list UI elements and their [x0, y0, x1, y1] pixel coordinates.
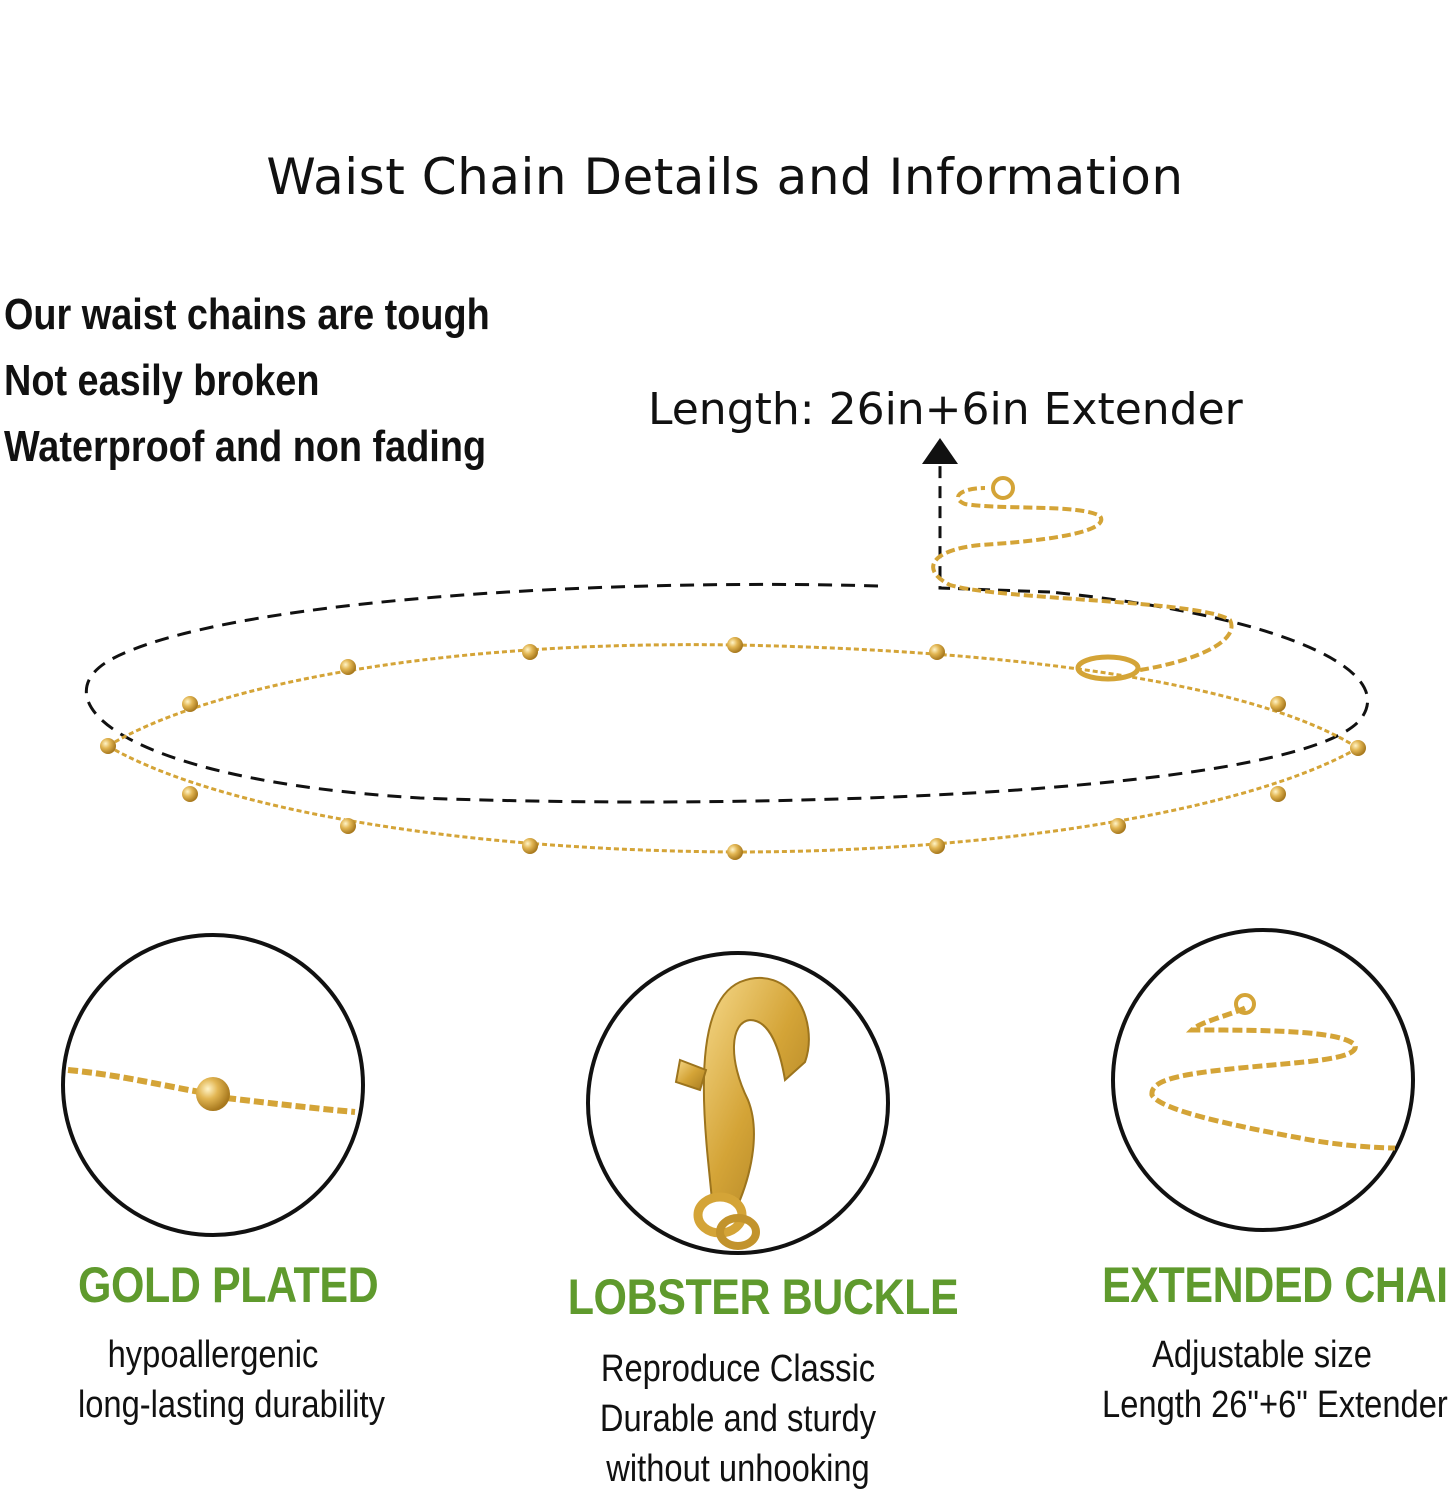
- page-title: Waist Chain Details and Information: [266, 148, 1184, 206]
- measure-ellipse: [84, 582, 1369, 804]
- feature-circle-gold-plated: [61, 933, 365, 1237]
- lobster-clasp-icon: [674, 976, 810, 1250]
- measure-arrow-line: [938, 462, 1051, 594]
- feature-line: Length 26"+6" Extender: [1102, 1384, 1448, 1426]
- claim-item: Waterproof and non fading: [4, 422, 487, 471]
- claim-item: Not easily broken: [4, 356, 320, 405]
- feature-circle-lobster-buckle: [586, 951, 890, 1255]
- feature-extended-chain: EXTENDED CHAIN Adjustable size Length 26…: [1076, 1256, 1450, 1430]
- feature-line: Adjustable size: [1152, 1334, 1372, 1376]
- feature-line: long-lasting durability: [77, 1384, 385, 1426]
- waist-chain: [100, 476, 1366, 860]
- feature-heading: GOLD PLATED: [77, 1257, 379, 1313]
- extender-chain-icon: [1149, 993, 1396, 1151]
- feature-line: Durable and sturdy: [599, 1398, 877, 1440]
- feature-heading: EXTENDED CHAIN: [1102, 1257, 1450, 1313]
- claim-item: Our waist chains are tough: [4, 290, 490, 339]
- feature-gold-plated: GOLD PLATED hypoallergenic long-lasting …: [56, 1256, 385, 1430]
- arrow-up-icon: [922, 438, 958, 464]
- bead-chain-closeup-icon: [196, 1077, 230, 1111]
- feature-circle-extended-chain: [1111, 928, 1415, 1232]
- feature-line: Reproduce Classic: [600, 1348, 876, 1390]
- length-label: Length: 26in+6in Extender: [648, 384, 1243, 435]
- feature-heading: LOBSTER BUCKLE: [567, 1269, 959, 1325]
- feature-lobster-buckle: LOBSTER BUCKLE Reproduce Classic Durable…: [540, 1268, 959, 1494]
- claims-list: Our waist chains are tough Not easily br…: [4, 282, 490, 480]
- feature-line: without unhooking: [606, 1448, 870, 1490]
- feature-line: hypoallergenic: [107, 1334, 319, 1376]
